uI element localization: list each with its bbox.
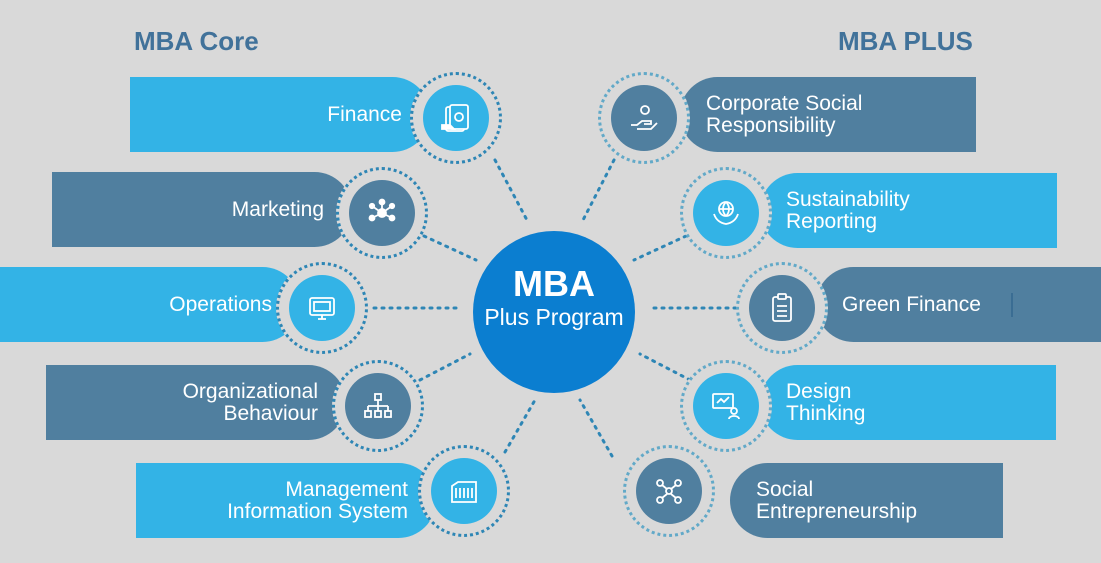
people-network-icon [656, 479, 682, 504]
connector-sustainability [632, 234, 688, 262]
core-item-label: Management Information System [227, 477, 408, 523]
connector-finance [493, 158, 530, 224]
plus-item-sustainability-reporting: Sustainability Reporting [760, 173, 1057, 248]
core-item-label: Finance [327, 102, 402, 126]
connector-social-ent [578, 398, 614, 458]
node-finance [410, 72, 502, 164]
connector-mis [503, 398, 537, 454]
org-chart-icon [364, 393, 392, 418]
core-item-mis: Management Information System [136, 463, 436, 538]
center-hub: MBA Plus Program [473, 231, 635, 393]
plus-item-label: Corporate Social Responsibility [706, 91, 863, 137]
connector-design-thinking [638, 352, 692, 382]
core-item-finance: Finance [130, 77, 430, 152]
plus-item-csr: Corporate Social Responsibility [680, 77, 976, 152]
core-item-label: Marketing [231, 197, 324, 221]
plus-item-label: Social Entrepreneurship [756, 477, 918, 523]
plus-item-green-finance: Green Finance [816, 267, 1101, 342]
node-social-entrepreneurship [623, 445, 715, 537]
node-sustainability-reporting [680, 167, 772, 259]
core-item-organizational-behaviour: Organizational Behaviour [46, 365, 346, 440]
heading-mba-core: MBA Core [134, 26, 259, 56]
server-icon [451, 481, 477, 503]
connector-org-behaviour [418, 352, 472, 382]
node-organizational-behaviour [332, 360, 424, 452]
core-item-operations: Operations [0, 267, 300, 342]
node-design-thinking [680, 360, 772, 452]
plus-item-design-thinking: Design Thinking [760, 365, 1056, 440]
heading-mba-plus: MBA PLUS [838, 26, 973, 56]
handshake-icon [631, 105, 658, 130]
hub-title: MBA [513, 263, 595, 304]
network-icon [368, 198, 396, 222]
text-cursor-mark [1011, 292, 1013, 317]
node-marketing [336, 167, 428, 259]
node-operations [276, 262, 368, 354]
presentation-icon [712, 393, 740, 420]
clipboard-icon [772, 293, 792, 322]
monitor-icon [309, 297, 335, 320]
core-item-label: Organizational Behaviour [182, 379, 318, 425]
money-icon [441, 104, 469, 132]
plus-item-label: Design Thinking [786, 379, 866, 425]
node-green-finance [736, 262, 828, 354]
globe-hands-icon [713, 201, 739, 225]
plus-item-label: Sustainability Reporting [786, 187, 910, 233]
plus-item-social-entrepreneurship: Social Entrepreneurship [730, 463, 1003, 538]
core-item-marketing: Marketing [52, 172, 352, 247]
node-mis [418, 445, 510, 537]
hub-subtitle: Plus Program [484, 304, 624, 330]
plus-item-label: Green Finance [842, 292, 981, 316]
connector-csr [580, 158, 616, 224]
connector-marketing [422, 234, 478, 262]
node-csr [598, 72, 690, 164]
core-item-label: Operations [169, 292, 272, 316]
